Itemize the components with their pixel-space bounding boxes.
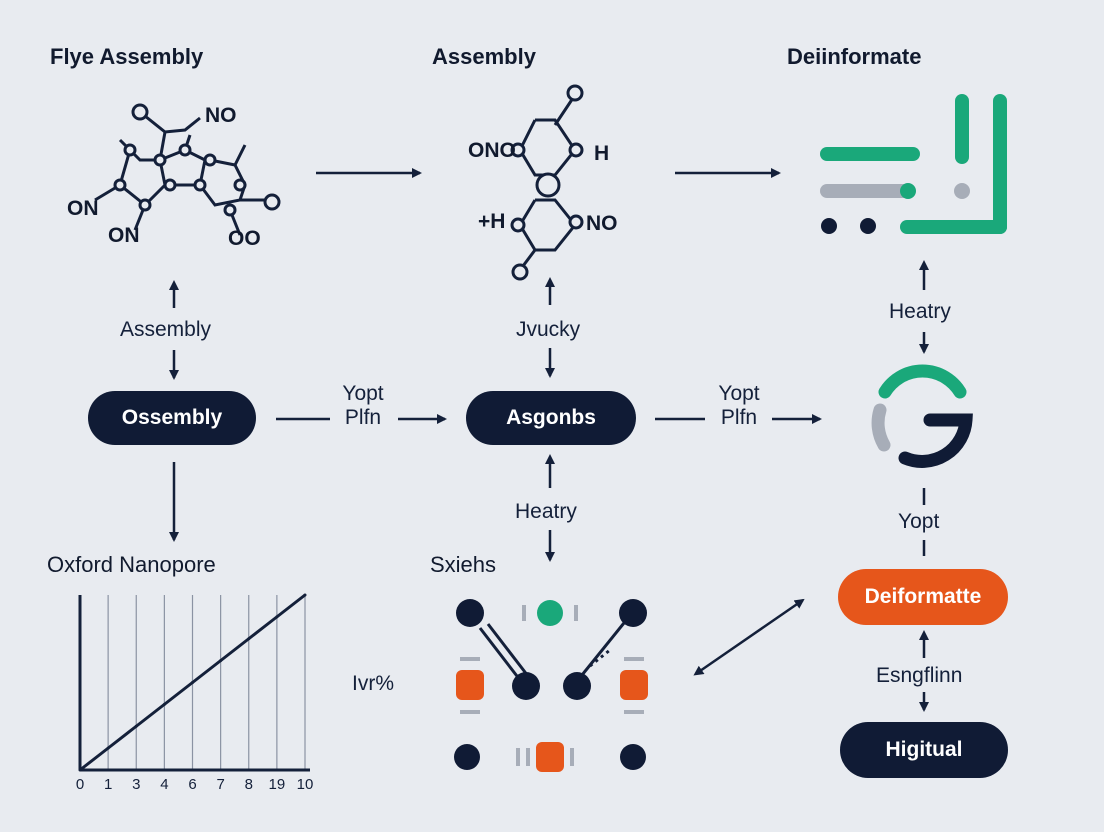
grid-dash-4 — [460, 710, 480, 714]
pill-higitual[interactable]: Higitual — [840, 722, 1008, 778]
label-assembly-vertical: Assembly — [120, 318, 212, 341]
title-assembly: Assembly — [432, 44, 536, 69]
chart-x-tick-label: 19 — [268, 776, 286, 793]
bar-logo-graphic — [820, 94, 1007, 234]
grid-node-3 — [512, 672, 540, 700]
title-sxiehs: Sxiehs — [430, 552, 497, 577]
label-plfn-2: Plfn — [720, 406, 758, 429]
atom-label-no-right: NO — [586, 212, 618, 235]
label-jvucky: Jvucky — [516, 318, 581, 341]
grid-node-green — [537, 600, 563, 626]
title-flye-assembly: Flye Assembly — [50, 44, 204, 69]
chart-x-tick-label: 3 — [132, 776, 141, 793]
grid-node-orange-bottom — [536, 742, 564, 772]
label-esngflinn: Esngflinn — [876, 664, 963, 687]
atom-label-h-right: H — [594, 142, 609, 165]
grid-dash-2 — [574, 605, 578, 621]
grid-link-dotted — [589, 648, 611, 668]
grid-node-1 — [456, 599, 484, 627]
chart-x-tick-label: 10 — [296, 776, 314, 793]
grid-node-5 — [454, 744, 480, 770]
label-heatry-top: Heatry — [889, 300, 951, 323]
atom-label-on-bottom: ON — [108, 224, 140, 247]
chart-point — [134, 724, 138, 728]
grid-dash-3 — [460, 657, 480, 661]
g-logo-graphic — [871, 364, 973, 468]
grid-dash-7 — [516, 748, 520, 766]
grid-dash-6 — [624, 710, 644, 714]
grid-dash-8 — [526, 748, 530, 766]
line-chart — [78, 593, 310, 772]
chart-point — [106, 746, 110, 750]
chart-x-tick-label: 8 — [244, 776, 253, 793]
atom-label-no-top: NO — [205, 104, 237, 127]
chart-x-tick-label: 1 — [103, 776, 113, 793]
chart-point — [219, 659, 223, 663]
grid-dash-9 — [570, 748, 574, 766]
chart-x-tick-label: 7 — [216, 776, 225, 793]
chart-point — [191, 681, 194, 684]
grid-link-right — [576, 617, 630, 681]
label-yopt-plfn-2: Yopt Plfn — [712, 382, 766, 430]
molecule-structure-left — [94, 110, 270, 236]
grid-link-left-a — [478, 627, 522, 681]
chart-point — [303, 593, 307, 597]
arrow-diagonal — [693, 598, 805, 676]
atom-label-oo: OO — [228, 227, 261, 250]
label-yopt-2: Yopt — [718, 382, 760, 405]
grid-node-orange-right — [620, 670, 648, 700]
grid-node-4 — [563, 672, 591, 700]
node-grid — [454, 599, 648, 772]
grid-dash-5 — [624, 657, 644, 661]
label-heatry-middle: Heatry — [515, 500, 577, 523]
chart-point — [275, 615, 279, 619]
label-yopt-plfn-1: Yopt Plfn — [336, 382, 390, 430]
pill-deiformatte[interactable]: Deiformatte — [838, 569, 1008, 625]
grid-node-2 — [619, 599, 647, 627]
molecule-atoms-middle — [510, 84, 584, 281]
atom-label-h-left: +H — [478, 210, 505, 233]
grid-node-orange-left — [456, 670, 484, 700]
label-ivr-percent: Ivr% — [352, 672, 394, 695]
chart-point — [78, 768, 82, 772]
chart-point — [162, 702, 166, 706]
chart-x-tick-label: 4 — [160, 776, 169, 793]
grid-dash-1 — [522, 605, 526, 621]
grid-node-6 — [620, 744, 646, 770]
molecule-atoms-left — [113, 103, 281, 217]
pill-ossembly[interactable]: Ossembly — [88, 391, 256, 445]
atom-label-on-left: ON — [67, 197, 99, 220]
title-oxford-nanopore: Oxford Nanopore — [47, 552, 216, 577]
title-deiinformate: Deiinformate — [787, 44, 922, 69]
grid-link-left-b — [486, 623, 530, 677]
chart-point — [247, 637, 251, 641]
chart-x-tick-label: 0 — [75, 776, 85, 793]
label-plfn-1: Plfn — [344, 406, 382, 429]
label-yopt-right: Yopt — [898, 510, 940, 533]
label-yopt-1: Yopt — [342, 382, 384, 405]
pill-asgonbs[interactable]: Asgonbs — [466, 391, 636, 445]
chart-x-tick-label: 6 — [188, 776, 197, 793]
atom-label-ono: ONO — [468, 139, 516, 162]
